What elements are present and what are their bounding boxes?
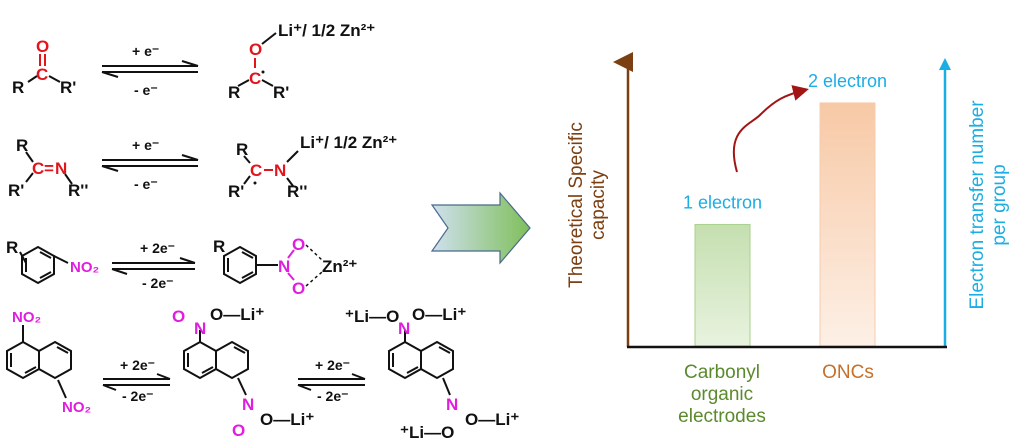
r-label: R xyxy=(12,78,24,97)
reverse-condition-2: - 2e⁻ xyxy=(317,388,349,404)
o-li-group: O—Li⁺ xyxy=(210,305,264,324)
naphthalene-3 xyxy=(388,330,454,396)
oxygen: O xyxy=(232,421,245,440)
category-label-oncs: ONCs xyxy=(822,362,874,383)
reverse-condition: - e⁻ xyxy=(134,176,158,192)
nitrogen-label: N xyxy=(55,159,67,178)
r2-label: R'' xyxy=(68,181,88,200)
forward-condition: + e⁻ xyxy=(132,137,159,153)
category-label-carbonyl-line3: electrodes xyxy=(678,406,766,427)
product-r1: R' xyxy=(273,83,289,102)
product-oxygen-2: O xyxy=(292,279,305,298)
reaction-nitrobenzene: R NO₂ + 2e⁻ - 2e⁻ R N O O Zn²⁺ xyxy=(6,235,357,298)
reaction-carbonyl: O C R R' + e⁻ - e⁻ O C R R' Li⁺/ 1/2 Zn²… xyxy=(12,21,375,102)
nitro-group-bottom: NO₂ xyxy=(62,399,91,416)
equilibrium-arrow xyxy=(101,60,199,78)
product-r2: R'' xyxy=(287,182,307,201)
equilibrium-arrow xyxy=(111,257,196,275)
o-li-group: O—Li⁺ xyxy=(260,410,314,429)
naphthalene-2 xyxy=(183,330,249,396)
reverse-condition: - 2e⁻ xyxy=(142,275,174,291)
forward-condition-1: + 2e⁻ xyxy=(120,357,155,373)
y-axis-right-label-line1: Electron transfer number xyxy=(967,100,988,310)
y-axis-left-label-line2: capacity xyxy=(588,170,609,240)
category-label-carbonyl-line1: Carbonyl xyxy=(684,362,760,383)
zinc-ion: Zn²⁺ xyxy=(322,257,357,276)
data-label-carbonyl: 1 electron xyxy=(683,192,762,212)
forward-condition: + 2e⁻ xyxy=(140,240,175,256)
reverse-condition-1: - 2e⁻ xyxy=(122,388,154,404)
carbon-label: C xyxy=(36,65,48,84)
nitrogen: N xyxy=(242,395,254,414)
product-r: R xyxy=(228,83,240,102)
product-r1: R' xyxy=(228,182,244,201)
nitrogen: N xyxy=(398,319,410,338)
li-o-group: ⁺Li—O xyxy=(345,307,399,326)
equilibrium-arrow-1 xyxy=(102,373,171,391)
double-bond: = xyxy=(44,159,54,178)
equilibrium-arrow-2 xyxy=(297,373,366,391)
reverse-condition: - e⁻ xyxy=(134,82,158,98)
r-label: R xyxy=(6,238,18,257)
product-r: R xyxy=(236,140,248,159)
product-carbon-radical: C xyxy=(250,161,262,180)
product-nitrogen: N xyxy=(274,161,286,180)
category-label-carbonyl-line2: organic xyxy=(691,384,753,405)
nitrogen: N xyxy=(446,395,458,414)
y-axis-left-label-line1: Theoretical Specific xyxy=(566,122,587,288)
o-li-group: O—Li⁺ xyxy=(465,410,519,429)
increase-arrow xyxy=(732,85,809,173)
nitro-group-top: NO₂ xyxy=(12,309,41,326)
bar-carbonyl xyxy=(694,223,751,347)
reaction-imine: R C = N R' R'' + e⁻ - e⁻ R C N R' R'' Li… xyxy=(8,133,397,201)
carbon-label: C xyxy=(32,159,44,178)
data-label-oncs: 2 electron xyxy=(808,71,887,91)
oxygen-label: O xyxy=(36,37,49,56)
r-label: R xyxy=(16,136,28,155)
y-axis-right-label-line2: per group xyxy=(989,164,1010,245)
oxygen: O xyxy=(172,307,185,326)
r1-label: R' xyxy=(8,181,24,200)
product-nitrogen: N xyxy=(278,257,290,276)
cation-label: Li⁺/ 1/2 Zn²⁺ xyxy=(300,133,397,152)
product-r: R xyxy=(213,237,225,256)
product-oxygen-1: O xyxy=(292,235,305,254)
forward-condition: + e⁻ xyxy=(132,43,159,59)
r1-label: R' xyxy=(60,78,76,97)
transition-arrow xyxy=(430,191,531,265)
nitrogen: N xyxy=(194,319,206,338)
product-oxygen: O xyxy=(249,40,262,59)
o-li-group: O—Li⁺ xyxy=(412,305,466,324)
forward-condition-2: + 2e⁻ xyxy=(315,357,350,373)
cation-label: Li⁺/ 1/2 Zn²⁺ xyxy=(278,21,375,40)
li-o-group: ⁺Li—O xyxy=(400,423,454,442)
product-carbon-radical: C xyxy=(249,69,261,88)
reaction-dinitronaphthalene: NO₂ NO₂ + 2e⁻ - 2e⁻ O N O—Li⁺ N O O—Li⁺ … xyxy=(6,305,519,442)
nitro-group: NO₂ xyxy=(70,259,99,276)
equilibrium-arrow xyxy=(101,154,199,172)
right-axis-arrowhead xyxy=(939,58,951,70)
naphthalene-1 xyxy=(6,325,72,399)
bar-oncs xyxy=(819,102,876,347)
bar-chart: 1 electron 2 electron Carbonyl organic e… xyxy=(566,52,1010,427)
